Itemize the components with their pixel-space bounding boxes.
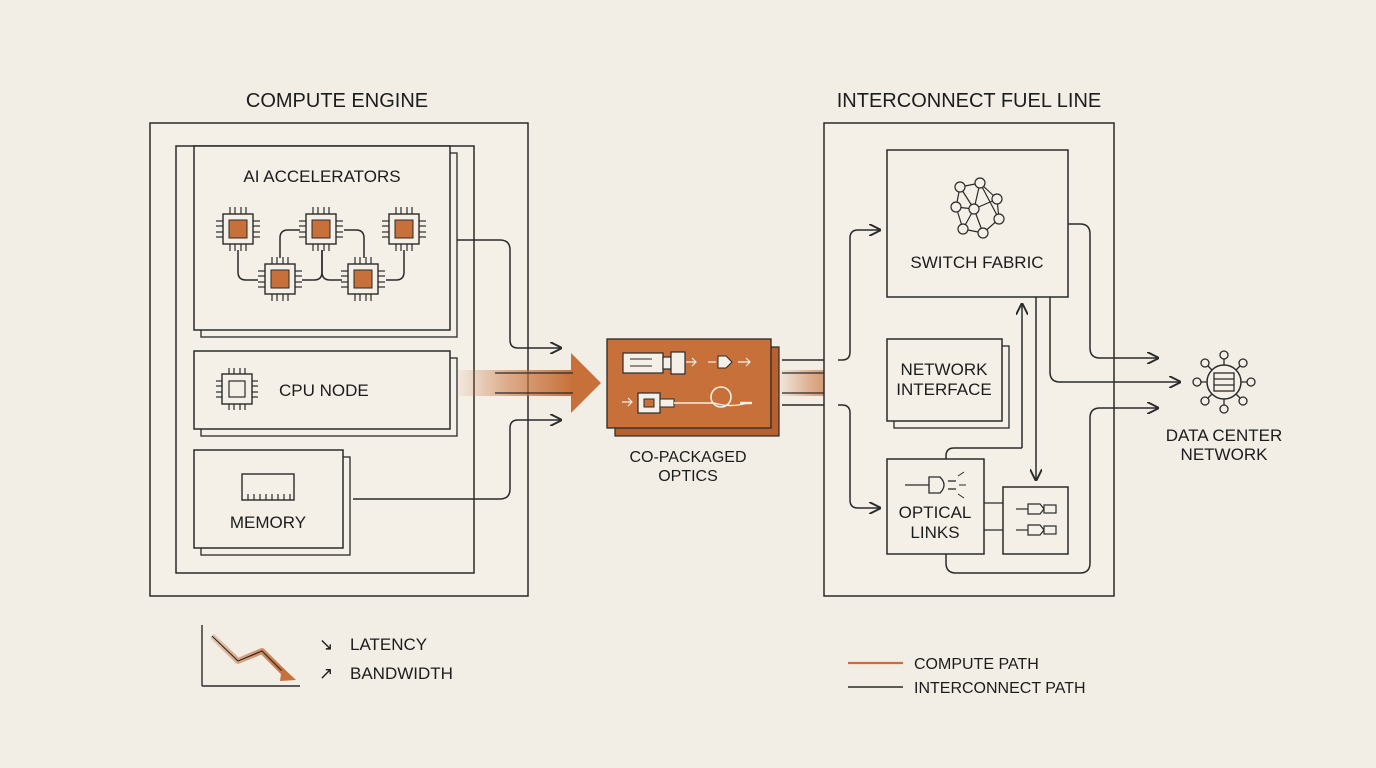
ai-chip-icon	[257, 256, 303, 302]
ai-accelerators-box: AI ACCELERATORS	[193, 145, 458, 338]
cpu-node-box: CPU NODE	[193, 350, 458, 437]
ai-chip-icon	[215, 206, 261, 252]
interconnect-group: INTERCONNECT FUEL LINE SWITC	[823, 90, 1180, 597]
latency-trend-chart-icon	[201, 625, 300, 687]
interconnect-path-label: INTERCONNECT PATH	[914, 680, 1086, 697]
interconnect-feed-lines	[838, 230, 880, 508]
switch-fabric-label: SWITCH FABRIC	[910, 253, 1043, 272]
memory-module-icon	[241, 473, 295, 501]
metrics-key: ↘ LATENCY ↗ BANDWIDTH	[201, 625, 453, 687]
data-center-hub-icon	[1192, 350, 1256, 414]
interconnect-title: INTERCONNECT FUEL LINE	[837, 90, 1101, 112]
transceiver-box	[1002, 486, 1069, 555]
optical-module-icon	[622, 351, 751, 375]
bandwidth-up-icon: ↗	[319, 664, 333, 683]
accelerator-traces	[237, 229, 405, 281]
transceiver-pair-icon	[1016, 503, 1057, 536]
co-packaged-optics-label-line2: OPTICS	[658, 468, 718, 485]
legend: COMPUTE PATH INTERCONNECT PATH	[848, 656, 1086, 697]
ai-chip-icon	[340, 256, 386, 302]
cpu-node-label: CPU NODE	[279, 381, 369, 400]
latency-down-icon: ↘	[319, 635, 333, 654]
co-packaged-optics: CO-PACKAGED OPTICS	[606, 338, 780, 485]
data-center-label-line2: NETWORK	[1181, 445, 1269, 464]
ai-chip-icon	[298, 206, 344, 252]
data-center-label-line1: DATA CENTER	[1166, 426, 1283, 445]
network-graph-icon	[950, 177, 1005, 239]
co-packaged-optics-label-line1: CO-PACKAGED	[629, 449, 746, 466]
memory-label: MEMORY	[230, 513, 306, 532]
compute-engine-title: COMPUTE ENGINE	[246, 90, 428, 112]
network-interface-label-line1: NETWORK	[901, 360, 989, 379]
ai-chip-icon	[381, 206, 427, 252]
compute-connections	[353, 239, 561, 500]
latency-label: LATENCY	[350, 635, 427, 654]
fiber-coil-icon	[622, 386, 752, 414]
compute-to-optics-arrow	[457, 353, 601, 413]
bandwidth-label: BANDWIDTH	[350, 664, 453, 683]
fiber-connector-icon	[905, 471, 966, 499]
compute-engine-group: COMPUTE ENGINE AI ACCELERATORS	[149, 90, 561, 597]
cpu-chip-icon	[216, 368, 258, 410]
compute-path-label: COMPUTE PATH	[914, 656, 1039, 673]
network-interface-box: NETWORK INTERFACE	[886, 338, 1010, 429]
interconnect-wiring	[945, 223, 1180, 574]
switch-fabric-box: SWITCH FABRIC	[886, 149, 1069, 298]
memory-box: MEMORY	[193, 449, 351, 556]
ai-accelerators-label: AI ACCELERATORS	[243, 167, 400, 186]
optical-links-label-line2: LINKS	[910, 523, 959, 542]
data-center-network: DATA CENTER NETWORK	[1166, 350, 1283, 464]
optical-links-label-line1: OPTICAL	[899, 503, 972, 522]
optical-links-box: OPTICAL LINKS	[886, 458, 1069, 555]
network-interface-label-line2: INTERFACE	[896, 380, 991, 399]
